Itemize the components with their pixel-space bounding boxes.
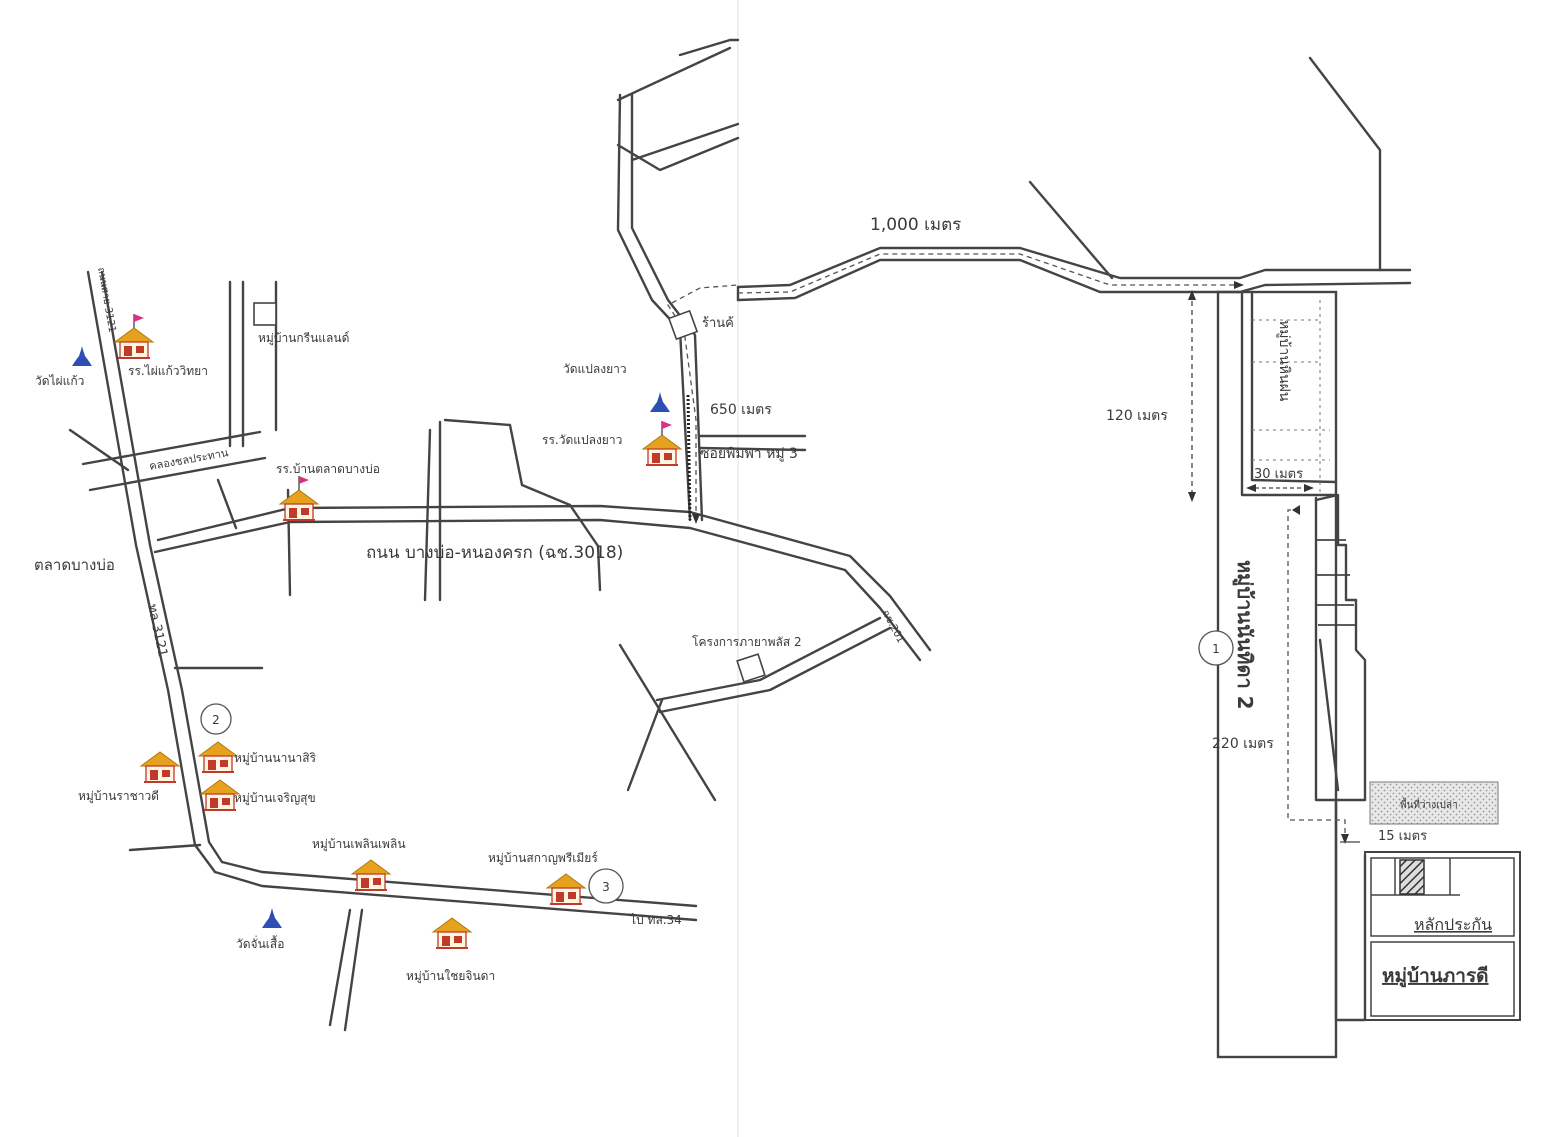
distance-1000-label: 1,000 เมตร bbox=[870, 215, 961, 235]
road-bottom-label: ไป ทล.34 bbox=[629, 913, 682, 927]
dimension-lines bbox=[737, 253, 1360, 844]
temple-icon bbox=[72, 346, 92, 366]
marker-1: 1 bbox=[1198, 630, 1234, 666]
school-phai-kaeo-label: รร.ไผ่แก้ววิทยา bbox=[128, 364, 208, 378]
house-icon bbox=[546, 873, 586, 905]
wat-jing-sam-label: วัดจั่นเสื้อ bbox=[236, 935, 284, 951]
house-icon bbox=[198, 741, 238, 773]
house-icon bbox=[432, 917, 472, 949]
right-road-network bbox=[736, 56, 1521, 1059]
marker-2: 2 bbox=[200, 703, 232, 735]
temple-icon bbox=[262, 908, 282, 928]
distance-220-label: 220 เมตร bbox=[1212, 736, 1274, 752]
distance-650-label: 650 เมตร bbox=[710, 402, 772, 418]
marker-2-number: 2 bbox=[212, 713, 220, 727]
road-bangbo-nongkhrok-label: ถนน บางบ่อ-หนองครก (ฉช.3018) bbox=[366, 543, 623, 563]
wat-phai-kaeo-label: วัดไผ่แก้ว bbox=[35, 374, 84, 388]
shop-label: ร้านค้ bbox=[702, 316, 734, 331]
school-flag-icon bbox=[115, 314, 153, 358]
route-dashed-left bbox=[667, 284, 739, 524]
project-marker bbox=[736, 653, 766, 683]
school-talat-bang-bo-label: รร.บ้านตลาดบางบ่อ bbox=[276, 462, 380, 476]
collateral-hatched-marker bbox=[1399, 859, 1425, 895]
marker-3: 3 bbox=[588, 868, 624, 904]
house-icon bbox=[351, 859, 391, 891]
left-road-network bbox=[68, 38, 932, 1032]
school-flag-icon bbox=[643, 421, 681, 465]
talat-bang-bo-label: ตลาดบางบ่อ bbox=[34, 556, 115, 574]
shop-marker bbox=[667, 309, 699, 341]
empty-land-label: พื้นที่ว่างเปล่า bbox=[1400, 797, 1458, 811]
village-premier-label: หมู่บ้านสกาญพรีเมียร์ bbox=[488, 851, 598, 866]
distance-30-label: 30 เมตร bbox=[1254, 467, 1303, 482]
marker-3-number: 3 bbox=[602, 880, 610, 894]
village-chaichinda-label: หมู่บ้านใชยจินดา bbox=[406, 969, 495, 984]
village-rachawadee-label: หมู่บ้านราชาวดี bbox=[78, 789, 159, 804]
village-hinfon-label: หมู่บ้านหินฝน bbox=[1276, 320, 1292, 402]
distance-15-label: 15 เมตร bbox=[1378, 829, 1427, 844]
collateral-label: หลักประกัน bbox=[1414, 915, 1492, 934]
soi-phimpha-label: ซอยพิมพา หมู่ 3 bbox=[700, 446, 798, 462]
road-top-vertical-label: ถนนสาย 3121 bbox=[95, 267, 117, 334]
school-flag-icon bbox=[280, 476, 318, 520]
road-3121-label: ทล.3121 bbox=[144, 603, 170, 659]
village-charoensuk-label: หมู่บ้านเจริญสุข bbox=[234, 791, 316, 806]
village-pharadee-label: หมู่บ้านภารดี bbox=[1382, 965, 1489, 988]
village-nanasiri-label: หมู่บ้านนานาสิริ bbox=[234, 751, 317, 766]
green-land-label: หมู่บ้านกรีนแลนด์ bbox=[258, 331, 349, 346]
distance-120-label: 120 เมตร bbox=[1106, 408, 1168, 424]
empty-land-area bbox=[1369, 781, 1499, 825]
house-icon bbox=[140, 751, 180, 783]
temple-icon bbox=[650, 392, 670, 412]
village-nanthida-label: หมู่บ้านนันทิดา 2 bbox=[1231, 560, 1257, 710]
project-label: โครงการภายาพลัส 2 bbox=[692, 635, 802, 649]
wat-plaeng-yao-label: วัดแปลงยาว bbox=[563, 362, 627, 376]
village-phloen-label: หมู่บ้านเพลินเพลิน bbox=[312, 837, 406, 852]
green-land-marker bbox=[253, 302, 277, 326]
school-wat-plaeng-yao-label: รร.วัดแปลงยาว bbox=[542, 433, 622, 447]
marker-1-number: 1 bbox=[1212, 642, 1220, 656]
